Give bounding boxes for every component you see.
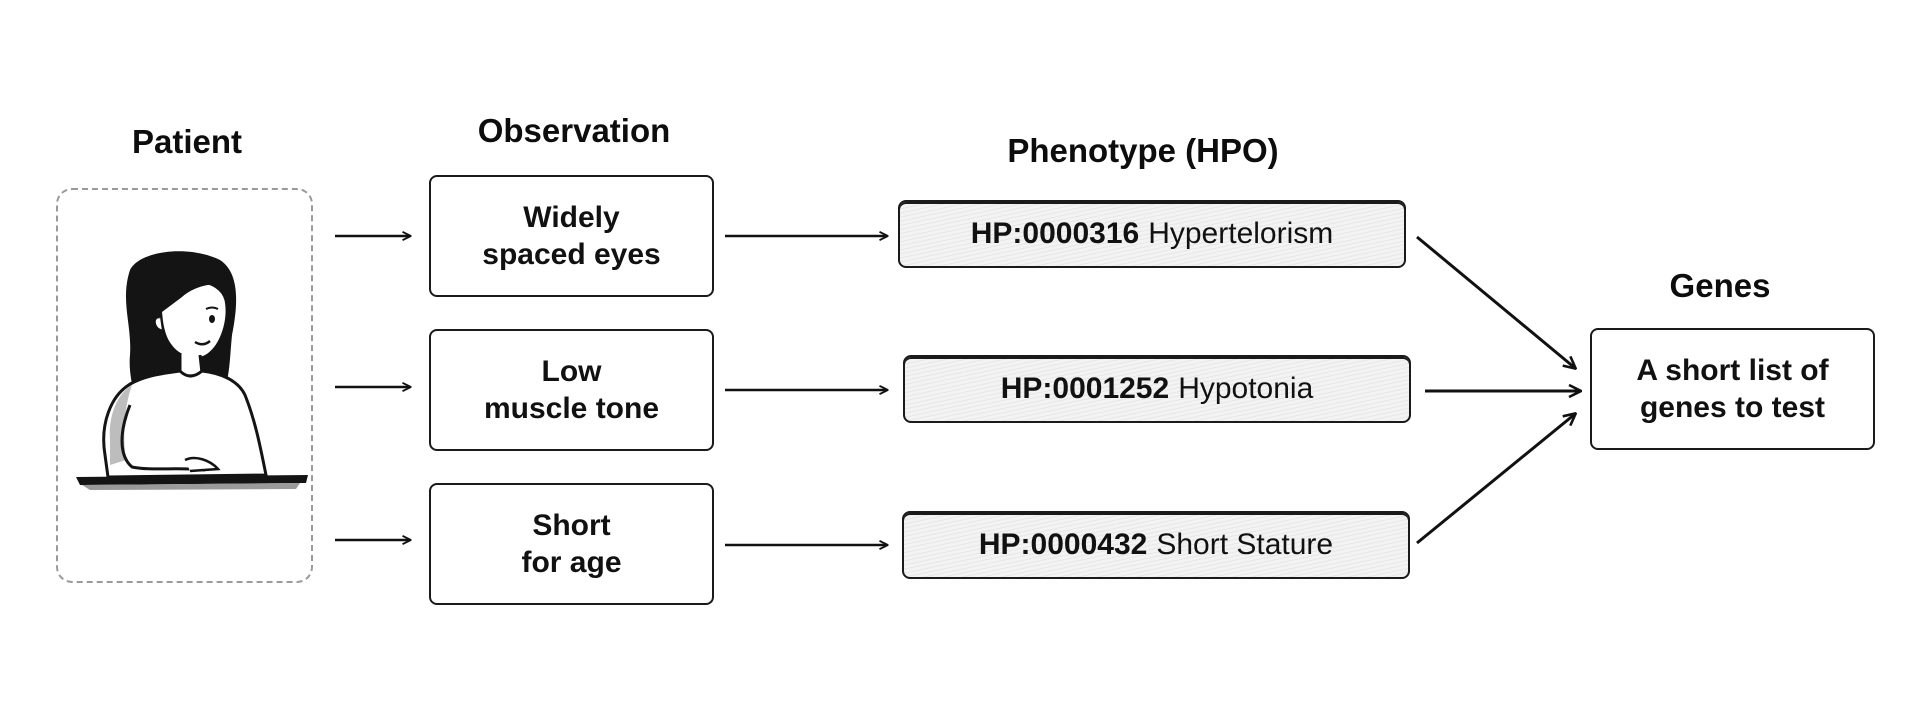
observation-text: Low (541, 355, 602, 388)
observation-box-stature: Short for age (429, 483, 714, 605)
genes-text: A short list of (1636, 354, 1829, 387)
heading-observation: Observation (477, 112, 671, 149)
hpo-name: Short Stature (1156, 528, 1334, 561)
hpo-name: Hypotonia (1178, 372, 1314, 405)
observation-text: for age (521, 546, 622, 579)
hpo-code: HP:0000316 (970, 217, 1140, 250)
heading-phenotype: Phenotype (HPO) (1007, 132, 1279, 169)
phenotype-box-hypotonia: HP:0001252 Hypotonia (903, 355, 1411, 423)
genes-box: A short list of genes to test (1590, 328, 1875, 450)
patient-frame (56, 188, 313, 583)
arrow-stature-to-genes (1416, 414, 1575, 545)
observation-box-eyes: Widely spaced eyes (429, 175, 714, 297)
observation-text: Widely (523, 201, 620, 234)
hpo-code: HP:0000432 (978, 528, 1148, 561)
heading-patient: Patient (131, 123, 243, 160)
observation-text: Short (532, 509, 611, 542)
arrow-hypertelorism-to-genes (1416, 235, 1575, 368)
observation-text: muscle tone (483, 392, 660, 425)
genes-text: genes to test (1639, 391, 1826, 424)
heading-genes: Genes (1669, 267, 1771, 304)
observation-box-muscle: Low muscle tone (429, 329, 714, 451)
patient-illustration (76, 251, 308, 490)
phenotype-box-short-stature: HP:0000432 Short Stature (902, 511, 1410, 579)
observation-text: spaced eyes (482, 238, 661, 271)
hpo-name: Hypertelorism (1148, 217, 1334, 250)
hpo-code: HP:0001252 (1000, 372, 1170, 405)
phenotype-box-hypertelorism: HP:0000316 Hypertelorism (898, 200, 1406, 268)
